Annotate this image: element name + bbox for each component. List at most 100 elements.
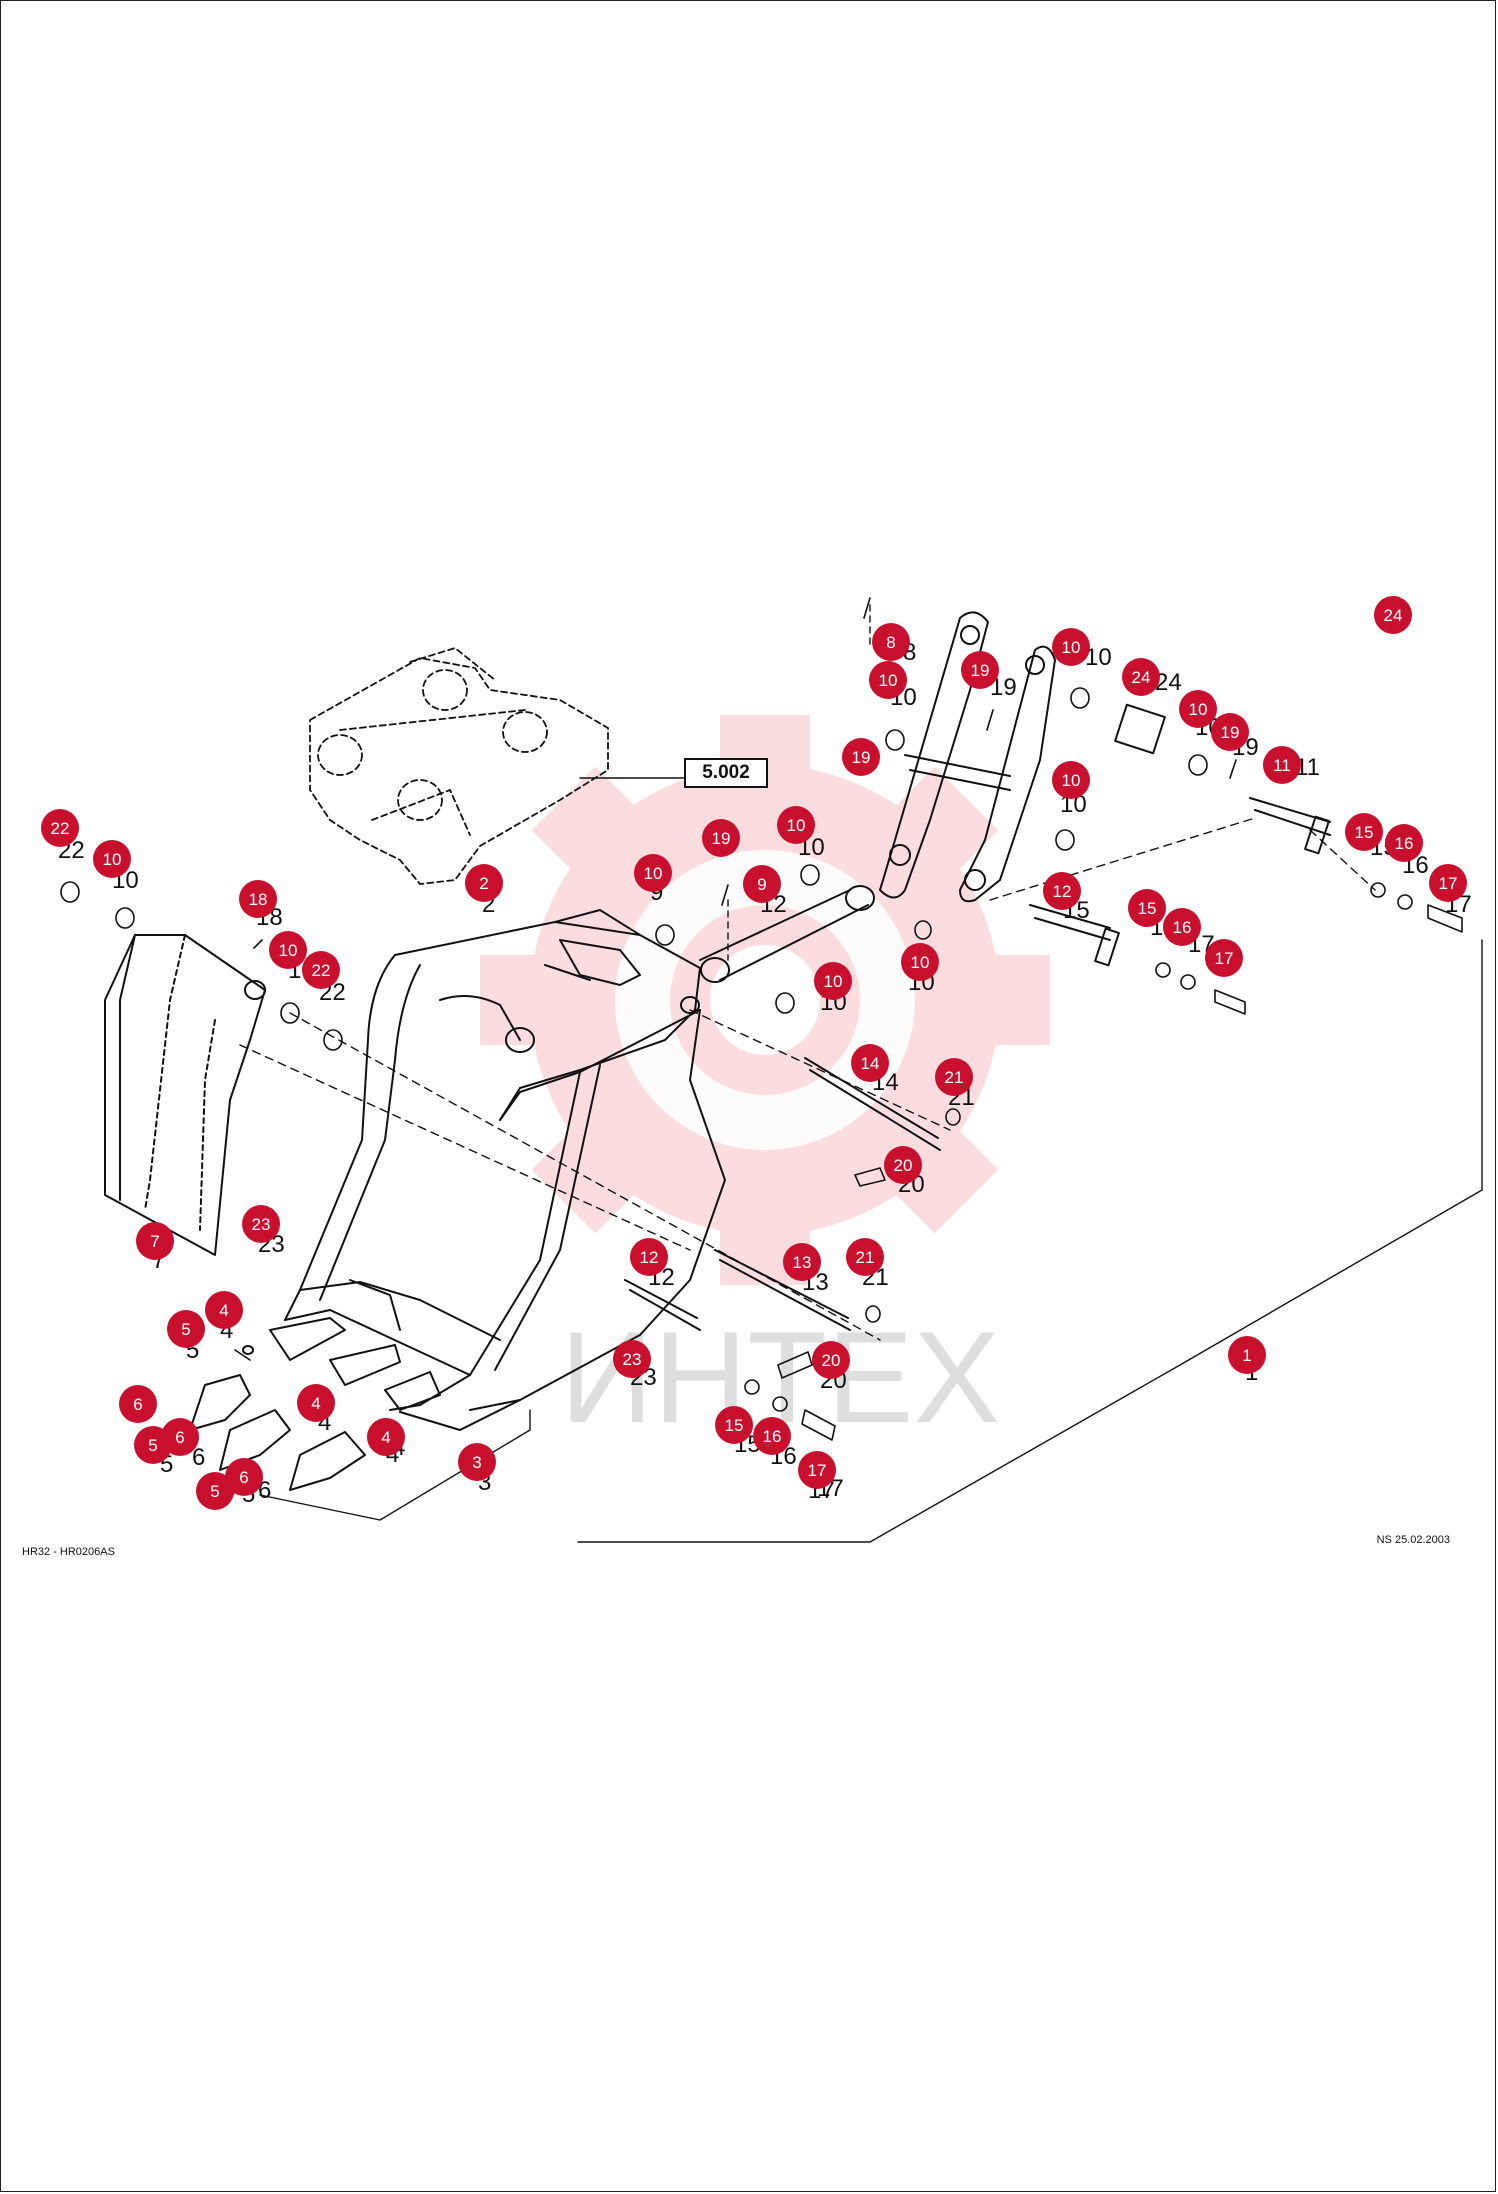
callout-4[interactable]: 4 <box>205 1291 243 1329</box>
callout-2[interactable]: 2 <box>465 864 503 902</box>
callout-badge[interactable] <box>1263 746 1301 784</box>
callout-17[interactable]: 17 <box>1429 864 1467 902</box>
callout-badge[interactable] <box>961 651 999 689</box>
callout-badge[interactable] <box>743 865 781 903</box>
callout-15[interactable]: 15 <box>1128 889 1166 927</box>
callout-10[interactable]: 10 <box>634 854 672 892</box>
callout-10[interactable]: 10 <box>93 840 131 878</box>
callout-5[interactable]: 5 <box>196 1472 234 1510</box>
callout-badge[interactable] <box>935 1058 973 1096</box>
callout-badge[interactable] <box>1374 596 1412 634</box>
callout-badge[interactable] <box>196 1472 234 1510</box>
callout-badge[interactable] <box>812 1341 850 1379</box>
callout-badge[interactable] <box>1429 864 1467 902</box>
callout-badge[interactable] <box>777 806 815 844</box>
callout-badge[interactable] <box>869 661 907 699</box>
callout-14[interactable]: 14 <box>851 1044 889 1082</box>
callout-8[interactable]: 8 <box>872 623 910 661</box>
callout-badge[interactable] <box>1043 872 1081 910</box>
callout-badge[interactable] <box>1052 761 1090 799</box>
callout-21[interactable]: 21 <box>846 1238 884 1276</box>
callout-badge[interactable] <box>613 1340 651 1378</box>
callout-10[interactable]: 10 <box>869 661 907 699</box>
callout-badge[interactable] <box>1179 690 1217 728</box>
callout-22[interactable]: 22 <box>302 951 340 989</box>
callout-badge[interactable] <box>630 1238 668 1276</box>
callout-badge[interactable] <box>1128 889 1166 927</box>
callout-23[interactable]: 23 <box>613 1340 651 1378</box>
callout-19[interactable]: 19 <box>702 819 740 857</box>
callout-16[interactable]: 16 <box>1163 908 1201 946</box>
callout-19[interactable]: 19 <box>842 738 880 776</box>
callout-19[interactable]: 19 <box>961 651 999 689</box>
callout-20[interactable]: 20 <box>884 1146 922 1184</box>
callout-13[interactable]: 13 <box>783 1243 821 1281</box>
callout-24[interactable]: 24 <box>1374 596 1412 634</box>
callout-badge[interactable] <box>297 1384 335 1422</box>
callout-badge[interactable] <box>702 819 740 857</box>
callout-badge[interactable] <box>872 623 910 661</box>
callout-1[interactable]: 1 <box>1228 1336 1266 1374</box>
callout-20[interactable]: 20 <box>812 1341 850 1379</box>
callout-badge[interactable] <box>1385 824 1423 862</box>
callout-badge[interactable] <box>1345 813 1383 851</box>
callout-6[interactable]: 6 <box>161 1418 199 1456</box>
callout-10[interactable]: 10 <box>777 806 815 844</box>
callout-4[interactable]: 4 <box>367 1418 405 1456</box>
callout-badge[interactable] <box>167 1310 205 1348</box>
callout-12[interactable]: 12 <box>1043 872 1081 910</box>
callout-badge[interactable] <box>798 1451 836 1489</box>
callout-badge[interactable] <box>814 962 852 1000</box>
callout-badge[interactable] <box>161 1418 199 1456</box>
callout-badge[interactable] <box>205 1291 243 1329</box>
callout-badge[interactable] <box>1052 628 1090 666</box>
callout-badge[interactable] <box>136 1222 174 1260</box>
callout-badge[interactable] <box>93 840 131 878</box>
callout-badge[interactable] <box>851 1044 889 1082</box>
callout-11[interactable]: 11 <box>1263 746 1301 784</box>
callout-badge[interactable] <box>1205 939 1243 977</box>
callout-23[interactable]: 23 <box>242 1205 280 1243</box>
callout-badge[interactable] <box>302 951 340 989</box>
callout-badge[interactable] <box>239 880 277 918</box>
callout-badge[interactable] <box>1228 1336 1266 1374</box>
callout-18[interactable]: 18 <box>239 880 277 918</box>
callout-badge[interactable] <box>901 943 939 981</box>
callout-3[interactable]: 3 <box>458 1443 496 1481</box>
callout-badge[interactable] <box>242 1205 280 1243</box>
callout-16[interactable]: 16 <box>753 1417 791 1455</box>
callout-badge[interactable] <box>119 1385 157 1423</box>
callout-19[interactable]: 19 <box>1211 713 1249 751</box>
callout-badge[interactable] <box>842 738 880 776</box>
callout-badge[interactable] <box>884 1146 922 1184</box>
callout-12[interactable]: 12 <box>630 1238 668 1276</box>
callout-10[interactable]: 10 <box>269 931 307 969</box>
callout-4[interactable]: 4 <box>297 1384 335 1422</box>
callout-21[interactable]: 21 <box>935 1058 973 1096</box>
callout-badge[interactable] <box>753 1417 791 1455</box>
callout-badge[interactable] <box>1163 908 1201 946</box>
callout-17[interactable]: 17 <box>1205 939 1243 977</box>
callout-badge[interactable] <box>269 931 307 969</box>
callout-6[interactable]: 6 <box>225 1458 263 1496</box>
callout-badge[interactable] <box>715 1406 753 1444</box>
callout-7[interactable]: 7 <box>136 1222 174 1260</box>
callout-badge[interactable] <box>1211 713 1249 751</box>
callout-badge[interactable] <box>634 854 672 892</box>
callout-badge[interactable] <box>783 1243 821 1281</box>
callout-10[interactable]: 10 <box>901 943 939 981</box>
callout-badge[interactable] <box>367 1418 405 1456</box>
callout-6[interactable]: 6 <box>119 1385 157 1423</box>
callout-badge[interactable] <box>465 864 503 902</box>
callout-badge[interactable] <box>458 1443 496 1481</box>
reference-box[interactable]: 5.002 <box>684 758 768 788</box>
callout-9[interactable]: 9 <box>743 865 781 903</box>
callout-24[interactable]: 24 <box>1122 658 1160 696</box>
callout-badge[interactable] <box>1122 658 1160 696</box>
callout-5[interactable]: 5 <box>167 1310 205 1348</box>
callout-15[interactable]: 15 <box>715 1406 753 1444</box>
callout-10[interactable]: 10 <box>1052 628 1090 666</box>
callout-10[interactable]: 10 <box>1052 761 1090 799</box>
callout-22[interactable]: 22 <box>41 809 79 847</box>
callout-15[interactable]: 15 <box>1345 813 1383 851</box>
